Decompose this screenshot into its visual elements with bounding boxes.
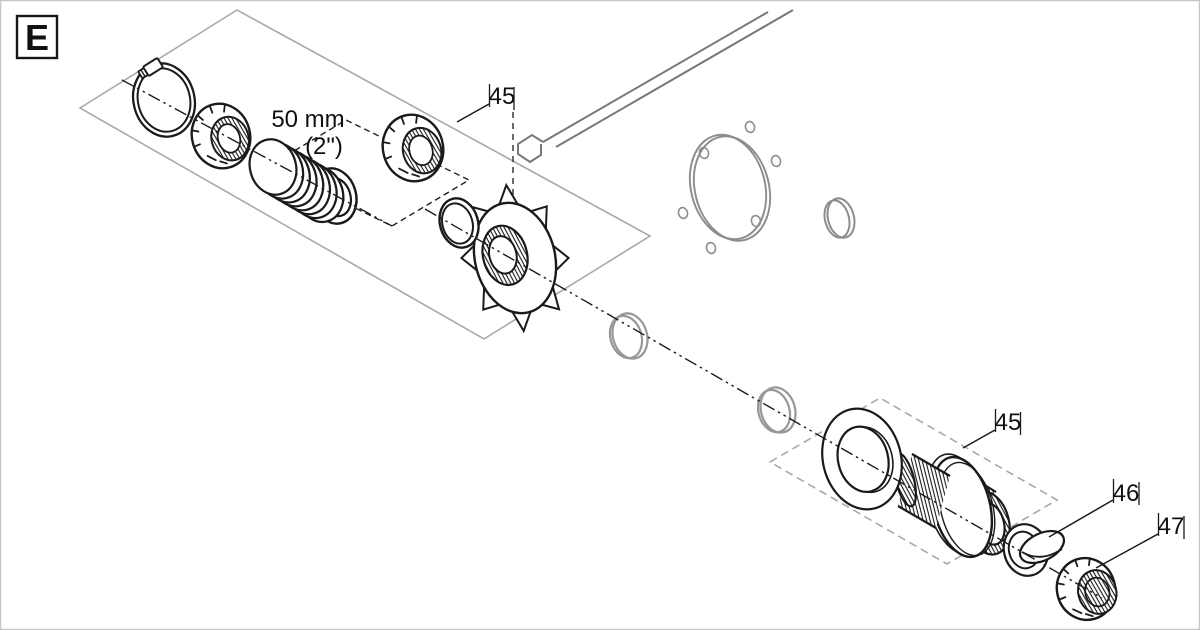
callout-47: 47 — [1095, 513, 1185, 569]
axis-upper — [121, 79, 393, 227]
sealing-gasket-46 — [1002, 523, 1066, 577]
hose-clamp — [131, 57, 197, 138]
callout-46-text: 46 — [1113, 480, 1140, 507]
axis-lines — [121, 79, 1103, 599]
kit-plane-upper — [78, 9, 652, 340]
container-rail — [517, 9, 794, 164]
callouts: 45 45 46 47 — [456, 83, 1185, 569]
container-wall-hole — [677, 120, 782, 255]
gray-seal-ring-2 — [756, 386, 797, 434]
stepped-hose-tail — [248, 138, 358, 225]
callout-46: 46 — [1048, 479, 1140, 538]
bulkhead-fitting — [892, 452, 1011, 559]
figure-letter: E — [25, 17, 49, 58]
flat-gasket — [821, 407, 903, 511]
clamp-screw-housing — [137, 57, 164, 79]
callout-45-lower-text: 45 — [995, 409, 1022, 436]
figure-label-box: E — [15, 14, 59, 60]
hose-ribs — [248, 138, 345, 224]
callout-45-upper: 45 — [456, 83, 516, 123]
bolt-holes — [677, 120, 782, 255]
container-side-hole — [823, 197, 856, 239]
dimension-line1: 50 mm — [271, 106, 344, 133]
dimension-label: 50 mm (2") — [271, 106, 344, 160]
callout-47-text: 47 — [1158, 513, 1185, 540]
o-ring — [438, 197, 480, 249]
callout-45-lower: 45 — [962, 409, 1022, 449]
dimension-line2: (2") — [305, 133, 343, 160]
axis-main — [424, 208, 1103, 599]
knurl-ticks — [1056, 557, 1094, 618]
union-nut-front — [381, 113, 445, 183]
callout-45-upper-text: 45 — [489, 83, 516, 110]
